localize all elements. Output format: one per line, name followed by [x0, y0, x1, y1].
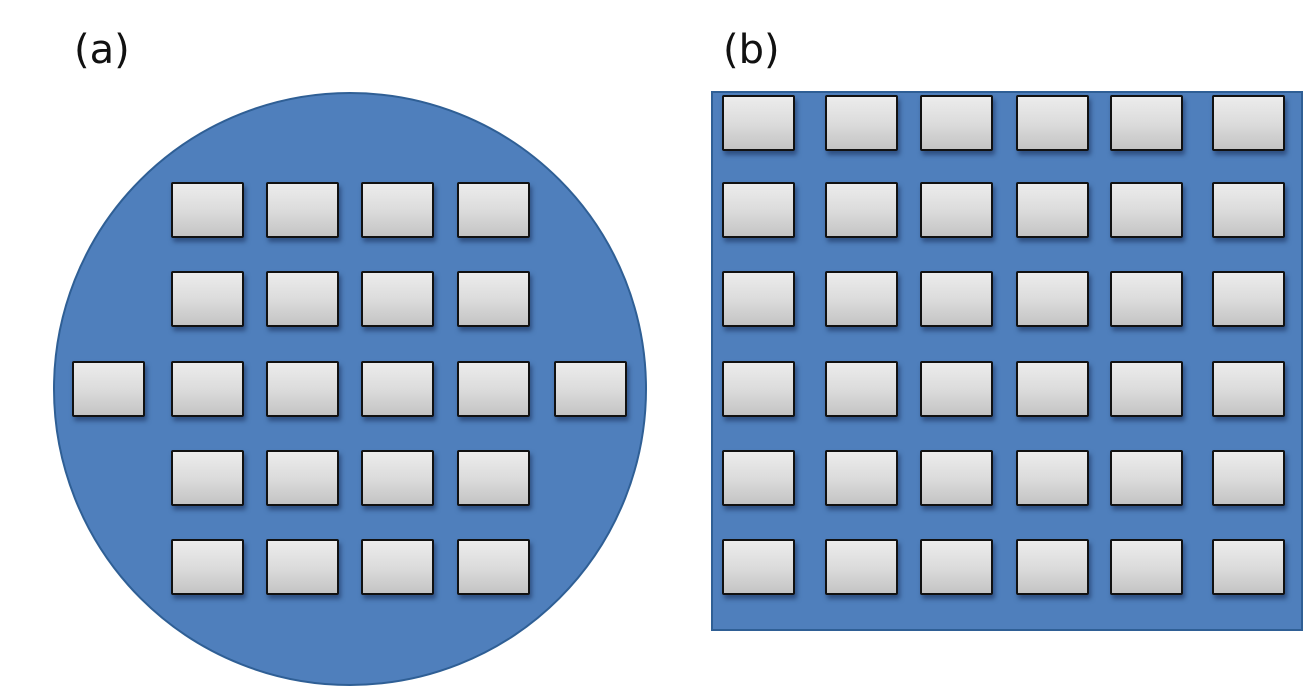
chip: [1110, 539, 1183, 595]
chip: [266, 361, 339, 417]
chip: [825, 361, 898, 417]
chip: [361, 450, 434, 506]
chip: [920, 182, 993, 238]
chip: [722, 539, 795, 595]
chip: [171, 182, 244, 238]
panel-b-label: (b): [723, 27, 780, 73]
chip: [825, 182, 898, 238]
chip: [457, 361, 530, 417]
chip: [361, 182, 434, 238]
chip: [1110, 271, 1183, 327]
chip: [361, 361, 434, 417]
chip: [457, 271, 530, 327]
chip: [1016, 182, 1089, 238]
chip: [361, 271, 434, 327]
chip: [171, 271, 244, 327]
circular-wafer: [53, 92, 647, 686]
chip: [1212, 182, 1285, 238]
chip: [722, 450, 795, 506]
panel-a-label: (a): [74, 27, 130, 73]
chip: [1016, 450, 1089, 506]
chip: [920, 95, 993, 151]
chip: [722, 271, 795, 327]
chip: [171, 539, 244, 595]
chip: [825, 95, 898, 151]
chip: [825, 539, 898, 595]
chip: [722, 95, 795, 151]
chip: [457, 539, 530, 595]
chip: [266, 271, 339, 327]
chip: [722, 182, 795, 238]
chip: [1212, 95, 1285, 151]
chip: [1212, 271, 1285, 327]
chip: [722, 361, 795, 417]
chip: [266, 539, 339, 595]
chip: [1016, 95, 1089, 151]
chip: [920, 450, 993, 506]
chip: [1212, 539, 1285, 595]
chip: [825, 271, 898, 327]
chip: [1110, 450, 1183, 506]
chip: [266, 182, 339, 238]
chip: [1110, 95, 1183, 151]
chip: [1110, 182, 1183, 238]
chip: [1212, 361, 1285, 417]
chip: [457, 182, 530, 238]
chip: [1110, 361, 1183, 417]
chip: [1212, 450, 1285, 506]
chip: [920, 271, 993, 327]
chip: [554, 361, 627, 417]
chip: [1016, 361, 1089, 417]
chip: [266, 450, 339, 506]
chip: [72, 361, 145, 417]
chip: [171, 450, 244, 506]
chip: [171, 361, 244, 417]
chip: [1016, 271, 1089, 327]
chip: [1016, 539, 1089, 595]
chip: [361, 539, 434, 595]
chip: [825, 450, 898, 506]
chip: [457, 450, 530, 506]
chip: [920, 539, 993, 595]
chip: [920, 361, 993, 417]
